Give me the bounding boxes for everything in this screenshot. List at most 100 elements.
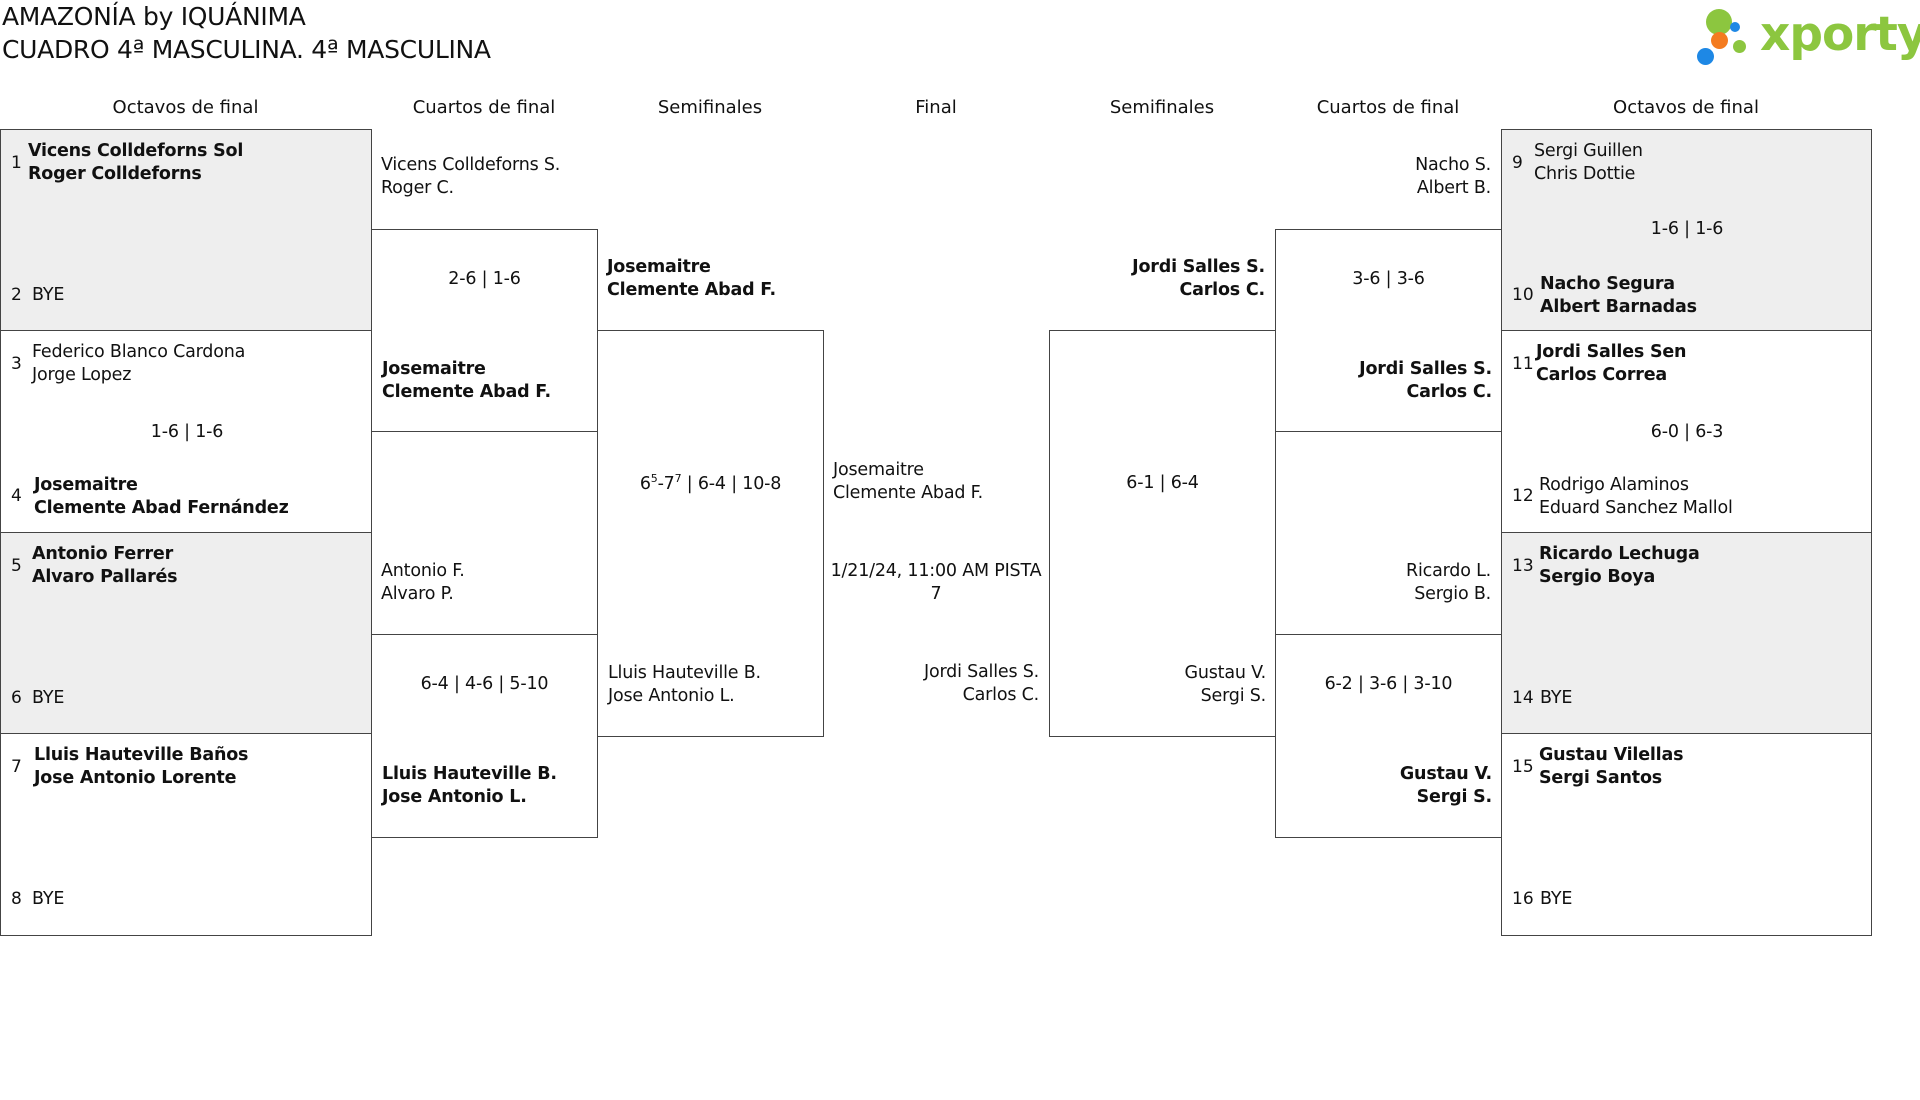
player-name: Jose Antonio L. [382,787,527,807]
player-name: Roger Colldeforns [28,164,202,184]
player-name: Gustau V. [1399,764,1492,784]
match-box-semis-left[interactable]: 65-77 | 6-4 | 10-8 Lluis Hauteville B. J… [597,330,824,737]
player-name: Albert B. [1416,178,1491,198]
match-box-octavos-l2[interactable]: 3 Federico Blanco Cardona Jorge Lopez 1-… [0,330,372,533]
player-name: Rodrigo Alaminos [1539,475,1689,495]
team-names: Josemaitre Clemente Abad Fernández [34,474,289,520]
player-name: Carlos C. [962,685,1040,705]
tiebreak-sup: 7 [674,472,682,486]
match-box-octavos-l4[interactable]: 7 Lluis Hauteville Baños Jose Antonio Lo… [0,733,372,936]
player-name: Sergio Boya [1539,567,1656,587]
seed-number: 12 [1512,486,1534,506]
qf-left1-team1: Vicens Colldeforns S. Roger C. [381,154,560,200]
player-name: Sergio B. [1414,584,1491,604]
player-name: Josemaitre [833,460,924,480]
player-name: Josemaitre [607,257,711,277]
player-name: Clemente Abad Fernández [34,498,289,518]
match-score: 2-6 | 1-6 [448,269,521,289]
match-box-octavos-l1[interactable]: 1 Vicens Colldeforns Sol Roger Colldefor… [0,129,372,331]
sf-right-team1: Jordi Salles S. Carlos C. [1049,256,1265,302]
seed-number: 7 [11,757,22,777]
xporty-logo[interactable]: xporty [1697,2,1920,74]
player-name: Carlos C. [1179,280,1265,300]
match-box-octavos-r1[interactable]: 9 Sergi Guillen Chris Dottie 1-6 | 1-6 1… [1501,129,1872,331]
player-name: Gustau Vilellas [1539,745,1684,765]
team-names: Lluis Hauteville B. Jose Antonio L. [382,763,557,809]
player-name: Sergi S. [1200,686,1267,706]
match-score: 6-1 | 6-4 [1126,473,1199,493]
header-semis-right: Semifinales [1109,97,1215,118]
match-box-octavos-r2[interactable]: 11 Jordi Salles Sen Carlos Correa 6-0 | … [1501,330,1872,533]
match-score: 6-4 | 4-6 | 5-10 [420,674,549,694]
header-octavos-left: Octavos de final [112,97,259,118]
player-name: Antonio F. [381,561,465,581]
team-names: Nacho Segura Albert Barnadas [1540,273,1697,319]
player-name: Jordi Salles S. [924,662,1039,682]
match-score: 65-77 | 6-4 | 10-8 [598,473,823,496]
match-score: 6-0 | 6-3 [1650,422,1724,442]
match-box-octavos-r4[interactable]: 15 Gustau Vilellas Sergi Santos 16 BYE [1501,733,1872,936]
match-box-octavos-l3[interactable]: 5 Antonio Ferrer Alvaro Pallarés 6 BYE [0,532,372,734]
final-schedule: 1/21/24, 11:00 AM PISTA 7 [830,561,1042,604]
qf-left2-team1: Antonio F. Alvaro P. [381,560,465,606]
player-name: Sergi Guillen [1534,141,1643,161]
match-box-semis-right[interactable]: 6-1 | 6-4 Gustau V. Sergi S. [1049,330,1276,737]
score-digit: 6 [639,474,651,494]
seed-number: 3 [11,354,22,374]
match-box-cuartos-l1[interactable]: 2-6 | 1-6 Josemaitre Clemente Abad F. [371,229,598,432]
seed-number: 16 [1512,889,1534,909]
draw-title: CUADRO 4ª MASCULINA. 4ª MASCULINA [2,35,491,64]
team-names: BYE [32,284,64,307]
logo-text: xporty [1760,7,1920,62]
match-score: 6-2 | 3-6 | 3-10 [1324,674,1453,694]
match-score: 3-6 | 3-6 [1352,269,1425,289]
player-name: Sergi Santos [1539,768,1662,788]
team-names: Federico Blanco Cardona Jorge Lopez [32,341,245,387]
player-name: BYE [32,688,65,708]
match-score: 1-6 | 1-6 [1650,219,1724,239]
match-score: 1-6 | 1-6 [150,422,224,442]
team-names: Gustau Vilellas Sergi Santos [1539,744,1683,790]
player-name: Ricardo Lechuga [1539,544,1700,564]
player-name: Lluis Hauteville B. [382,764,557,784]
team-names: BYE [1540,687,1572,710]
tournament-title: AMAZONÍA by IQUÁNIMA [2,2,306,31]
seed-number: 2 [11,285,22,305]
team-names: BYE [32,687,64,710]
player-name: Vicens Colldeforns S. [381,155,561,175]
player-name: Albert Barnadas [1540,297,1697,317]
player-name: Nacho S. [1415,155,1491,175]
team-names: Antonio Ferrer Alvaro Pallarés [32,543,178,589]
player-name: Alvaro Pallarés [32,567,178,587]
seed-number: 14 [1512,688,1534,708]
green-dot-icon [1706,9,1732,35]
header-final: Final [915,97,957,118]
match-box-cuartos-r1[interactable]: 3-6 | 3-6 Jordi Salles S. Carlos C. [1275,229,1502,432]
team-names: Rodrigo Alaminos Eduard Sanchez Mallol [1539,474,1733,520]
seed-number: 9 [1512,153,1523,173]
player-name: Federico Blanco Cardona [32,342,246,362]
player-name: Jordi Salles S. [1359,359,1492,379]
player-name: Antonio Ferrer [32,544,174,564]
team-names: BYE [32,888,64,911]
player-name: Lluis Hauteville Baños [34,745,249,765]
seed-number: 6 [11,688,22,708]
match-box-cuartos-l2[interactable]: 6-4 | 4-6 | 5-10 Lluis Hauteville B. Jos… [371,634,598,838]
seed-number: 10 [1512,285,1534,305]
match-box-cuartos-r2[interactable]: 6-2 | 3-6 | 3-10 Gustau V. Sergi S. [1275,634,1502,838]
seed-number: 8 [11,889,22,909]
team-names: Ricardo Lechuga Sergio Boya [1539,543,1700,589]
team-names: Sergi Guillen Chris Dottie [1534,140,1643,186]
player-name: Clemente Abad F. [833,483,984,503]
player-name: Josemaitre [34,475,138,495]
player-name: Clemente Abad F. [607,280,776,300]
team-names: Lluis Hauteville B. Jose Antonio L. [608,662,761,708]
player-name: Carlos Correa [1536,365,1668,385]
player-name: Jordi Salles Sen [1536,342,1687,362]
player-name: Clemente Abad F. [382,382,551,402]
player-name: Chris Dottie [1534,164,1636,184]
seed-number: 1 [11,153,22,173]
match-box-octavos-r3[interactable]: 13 Ricardo Lechuga Sergio Boya 14 BYE [1501,532,1872,734]
seed-number: 15 [1512,757,1534,777]
seed-number: 4 [11,486,22,506]
